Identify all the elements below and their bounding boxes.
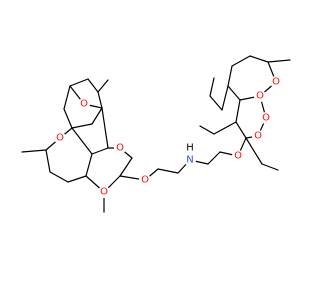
atom-label: O <box>256 91 264 102</box>
atom-oxygen: O <box>78 98 90 110</box>
bond <box>209 77 215 97</box>
atom-oxygen: O <box>54 132 66 144</box>
atom-label: O <box>262 113 270 124</box>
atom-label: H <box>186 143 194 154</box>
bond <box>249 55 269 63</box>
bond <box>231 55 251 67</box>
atom-oxygen: O <box>270 76 282 88</box>
atom-label: O <box>254 131 262 142</box>
bond <box>49 171 69 183</box>
bond <box>227 85 241 101</box>
bond <box>91 107 103 125</box>
bond <box>267 59 291 63</box>
bond <box>245 137 263 165</box>
atom-label-group: O O O O O N H O <box>54 76 282 198</box>
atom-label: O <box>80 99 88 110</box>
bond <box>207 151 221 165</box>
bond <box>91 147 109 155</box>
bond <box>101 107 109 149</box>
atom-oxygen: O <box>232 150 244 162</box>
bond <box>235 99 241 123</box>
bond <box>63 108 73 129</box>
atom-label: O <box>272 77 280 88</box>
bond <box>235 121 247 139</box>
bond <box>67 175 87 183</box>
bond <box>261 163 279 171</box>
bond <box>87 78 99 93</box>
bond <box>85 153 93 177</box>
atom-label: O <box>234 151 242 162</box>
atom-oxygen: O <box>98 186 110 198</box>
atom-label: N <box>186 155 193 166</box>
atom-hydrogen: H <box>185 143 195 154</box>
atom-oxygen: O <box>114 142 126 154</box>
atom-nitrogen: N <box>184 154 196 166</box>
atom-label: O <box>116 143 124 154</box>
bond <box>157 168 179 174</box>
bond <box>209 95 223 111</box>
bond <box>97 79 109 93</box>
bond <box>199 125 215 135</box>
bond <box>221 85 229 111</box>
bond <box>227 65 233 87</box>
bond <box>119 157 133 177</box>
atom-oxygen: O <box>254 90 266 102</box>
atom-oxygen: O <box>252 130 264 142</box>
bond <box>45 149 51 173</box>
bond <box>71 123 93 129</box>
bond <box>63 85 71 110</box>
atom-label: O <box>56 133 64 144</box>
molecule-structure-diagram: O O O O O N H O <box>21 55 291 213</box>
atom-oxygen: O <box>139 174 151 186</box>
atom-label: O <box>100 187 108 198</box>
atom-oxygen: O <box>260 112 272 124</box>
atom-label: O <box>141 175 149 186</box>
bond <box>97 91 103 109</box>
bond <box>213 121 237 135</box>
bond <box>21 149 47 153</box>
bond <box>69 78 89 87</box>
bond <box>71 127 93 155</box>
